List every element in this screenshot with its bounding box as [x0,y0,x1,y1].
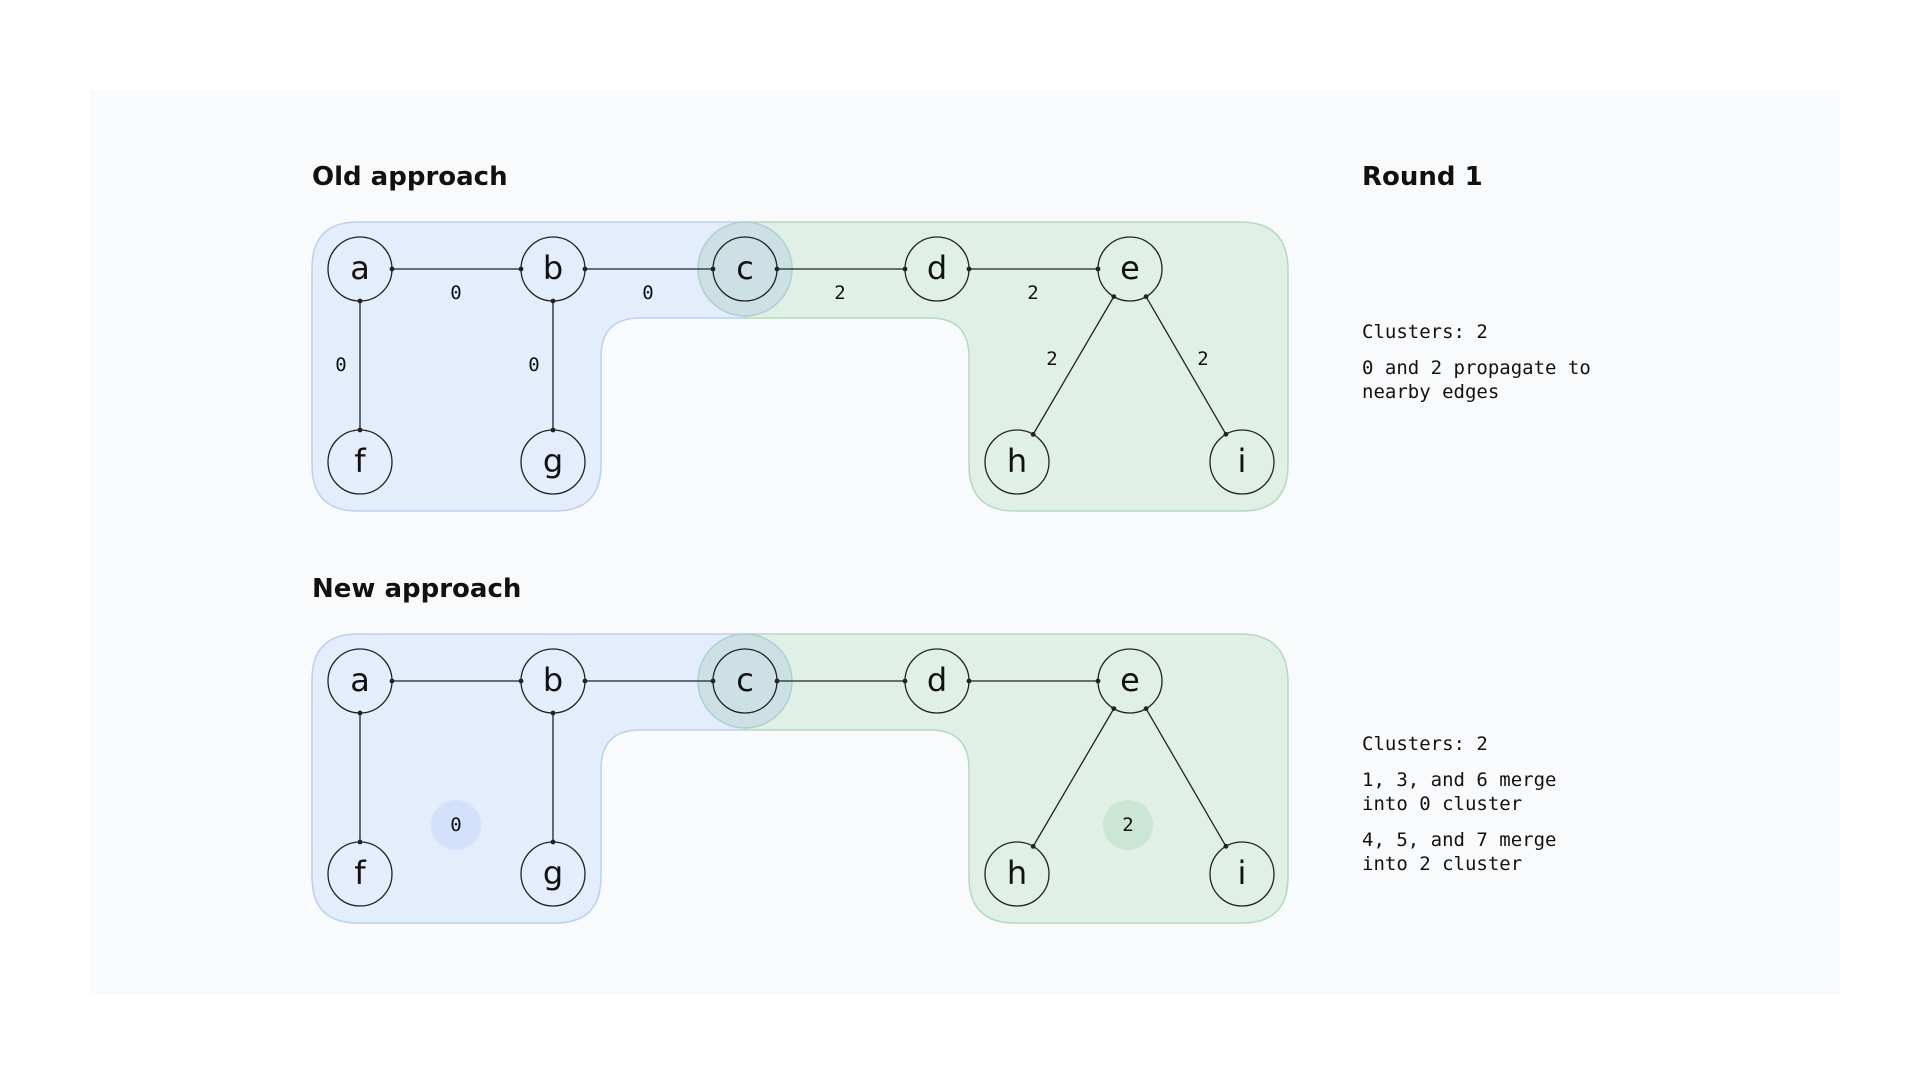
node-label-c: c [736,661,754,699]
node-e [1097,236,1163,302]
node-a [327,648,393,714]
round-title: Round 1 [1362,162,1483,192]
node-label-g: g [543,442,563,480]
node-b [520,236,586,302]
cluster-badge-green [1103,800,1153,850]
edge-label-e-i: 2 [1197,348,1208,370]
node-c [712,236,778,302]
node-h [984,429,1050,495]
edge-label-a-b: 0 [450,282,461,304]
node-h [984,841,1050,907]
node-label-f: f [354,854,366,892]
edge-e-h [1032,708,1115,847]
cluster-badge-blue [431,800,481,850]
section-title: Old approach [312,162,508,192]
node-label-e: e [1120,661,1140,699]
node-label-d: d [927,249,947,287]
section-title: New approach [312,574,521,604]
node-a [327,236,393,302]
node-label-b: b [543,661,563,699]
node-label-a: a [350,661,370,699]
node-label-d: d [927,661,947,699]
cluster-region-green [744,633,1289,924]
edge-label-a-f: 0 [335,354,346,376]
edge-label-b-c: 0 [642,282,653,304]
node-f [327,841,393,907]
node-label-h: h [1007,442,1027,480]
node-g [520,429,586,495]
node-f [327,429,393,495]
node-label-b: b [543,249,563,287]
clusters-count-note: Clusters: 2 [1362,733,1488,755]
new-approach-section: New approach a b c d e f g h i 0 2 Clusters: 2 1, 3, … [311,574,1556,924]
node-i [1209,429,1275,495]
node-g [520,841,586,907]
cluster-region-green [744,221,1289,512]
node-label-i: i [1238,854,1247,892]
node-d [904,236,970,302]
edge-e-h [1032,296,1115,435]
edge-e-i [1145,708,1227,847]
node-label-c: c [736,249,754,287]
node-label-f: f [354,442,366,480]
clusters-count-note: Clusters: 2 [1362,321,1488,343]
edge-label-b-g: 0 [528,354,539,376]
node-d [904,648,970,714]
edge-e-i [1145,296,1227,435]
node-label-g: g [543,854,563,892]
node-label-e: e [1120,249,1140,287]
edge-label-c-d: 2 [834,282,845,304]
node-label-i: i [1238,442,1247,480]
node-e [1097,648,1163,714]
node-label-h: h [1007,854,1027,892]
node-b [520,648,586,714]
node-label-a: a [350,249,370,287]
cluster-region-blue [311,221,746,512]
node-i [1209,841,1275,907]
edge-label-e-h: 2 [1046,348,1057,370]
cluster-badge-label: 2 [1122,814,1133,836]
edge-label-d-e: 2 [1027,282,1038,304]
cluster-badge-label: 0 [450,814,461,836]
cluster-region-blue [311,633,746,924]
node-c [712,648,778,714]
